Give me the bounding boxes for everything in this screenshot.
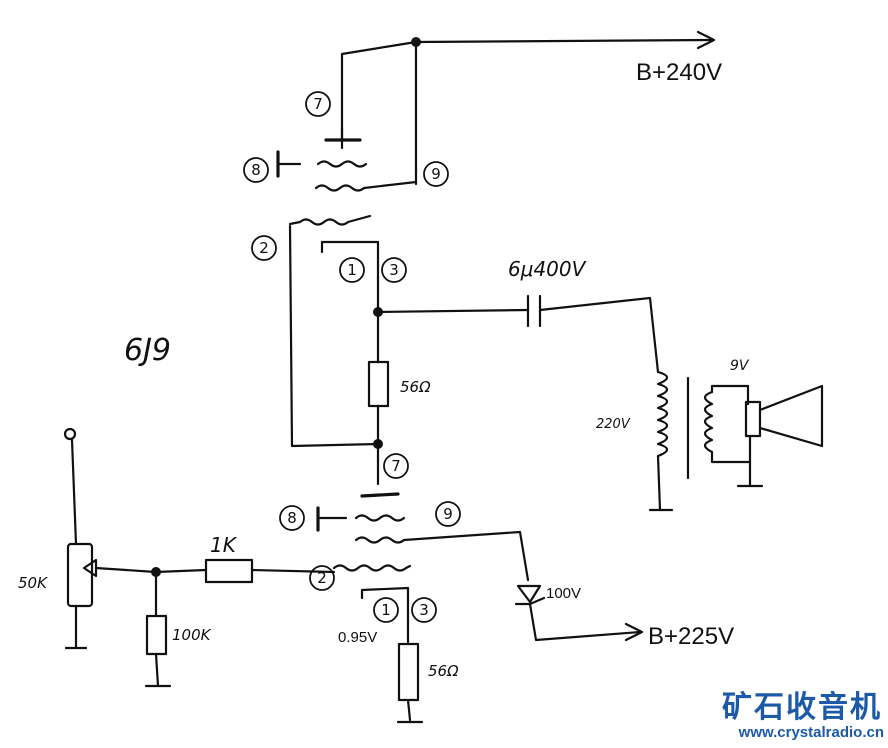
- pin-2-top: 2: [259, 239, 269, 257]
- top-grid-return: [288, 224, 380, 448]
- pin-7-top: 7: [313, 95, 323, 113]
- label-primary-voltage: 220V: [596, 417, 631, 432]
- resistor-56-top: [367, 360, 390, 408]
- resistor-100k: [145, 614, 168, 656]
- pin-3-top: 3: [389, 261, 399, 279]
- label-resistor-56-bottom: 56Ω: [428, 662, 459, 680]
- label-zener-voltage: 100V: [546, 585, 581, 602]
- speaker-coil: [744, 400, 762, 438]
- label-cathode-voltage: 0.95V: [338, 629, 377, 646]
- top-tube-grid3: [316, 160, 368, 168]
- label-capacitor: 6μ400V: [508, 257, 587, 281]
- bottom-tube-grid2: [354, 530, 530, 582]
- label-b-plus-240: B+240V: [636, 59, 722, 86]
- resistor-1k: [204, 558, 254, 584]
- transformer-primary: [656, 370, 669, 458]
- bottom-tube: [316, 492, 530, 724]
- bottom-tube-grid1: [332, 564, 412, 572]
- output-stage: [376, 294, 824, 512]
- pin-2-bottom: 2: [317, 569, 327, 587]
- label-pot-50k: 50K: [18, 574, 48, 592]
- potentiometer-50k: [66, 542, 94, 608]
- pin-7-bottom: 7: [391, 457, 401, 475]
- top-tube-cathode: [320, 240, 380, 314]
- bottom-tube-anode: [360, 492, 400, 498]
- input-network: [63, 427, 336, 688]
- zener-diode: [516, 584, 542, 604]
- pin-9-top: 9: [431, 165, 441, 183]
- top-tube: [276, 126, 418, 314]
- pin-numbers-bottom: 7 8 9 2 1 3: [287, 457, 453, 619]
- pin-markers-bottom: [279, 453, 461, 623]
- top-tube-grid2: [314, 180, 418, 192]
- pin-markers-top: [243, 91, 449, 283]
- resistor-56-bottom: [397, 642, 420, 702]
- pin-8-top: 8: [251, 161, 261, 179]
- top-tube-grid1: [288, 214, 372, 226]
- pin-numbers-top: 7 8 9 2 1 3: [251, 95, 441, 279]
- watermark-url: www.crystalradio.cn: [738, 724, 884, 741]
- speaker-cone: [758, 384, 824, 448]
- pin-8-bottom: 8: [287, 509, 297, 527]
- label-secondary-voltage: 9V: [730, 358, 750, 374]
- transformer-secondary: [703, 390, 714, 454]
- b-plus-240-rail: [340, 30, 716, 186]
- pin-1-bottom: 1: [381, 601, 391, 619]
- pin-9-bottom: 9: [443, 505, 453, 523]
- zener-branch: [514, 584, 644, 642]
- bottom-tube-cathode: [360, 586, 410, 644]
- label-resistor-100k: 100K: [172, 626, 212, 644]
- label-resistor-56-top: 56Ω: [400, 378, 431, 396]
- pin-3-bottom: 3: [419, 601, 429, 619]
- label-b-plus-225: B+225V: [648, 623, 734, 650]
- pin-1-top: 1: [347, 261, 357, 279]
- watermark-brand: 矿石收音机: [722, 690, 882, 725]
- label-resistor-1k: 1K: [210, 533, 238, 557]
- bottom-tube-grid3: [354, 514, 406, 522]
- label-tube-type: 6J9: [124, 333, 171, 368]
- top-cathode-network: [367, 307, 390, 486]
